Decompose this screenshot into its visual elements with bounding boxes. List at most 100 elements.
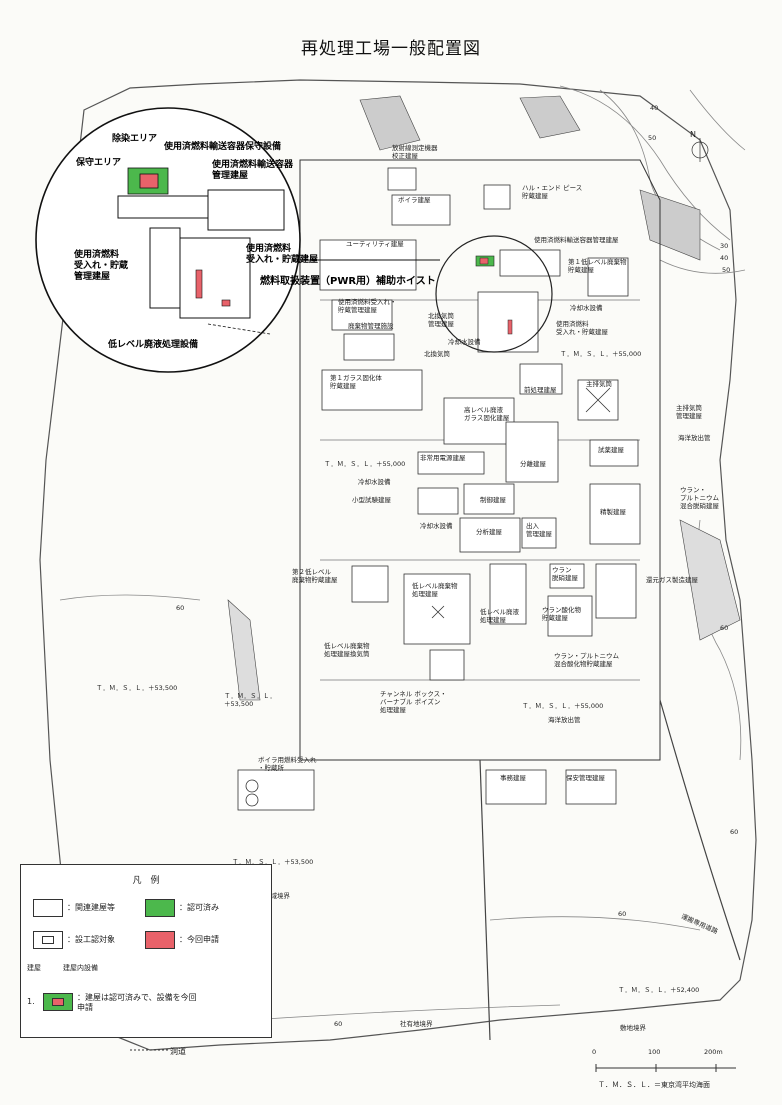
label-purification: 精製建屋 (600, 508, 626, 516)
label-tmsl-55-c: Ｔ．Ｍ．Ｓ．Ｌ．＋55,000 (522, 702, 604, 710)
contour-label: 50 (648, 134, 657, 142)
compass-n-label: N (690, 130, 696, 139)
label-security-mgmt: 保安管理建屋 (566, 774, 605, 782)
page-title: 再処理工場一般配置図 (301, 39, 481, 59)
label-control: 制御建屋 (480, 496, 506, 504)
scale-label-100: 100 (648, 1048, 661, 1056)
building-glass1 (321, 369, 423, 411)
contour-line (249, 1004, 561, 1021)
building-llw-treat (403, 573, 471, 645)
label-hull-end: ハル・エンド ピース 貯蔵建屋 (522, 184, 583, 200)
building-waste-mgmt (343, 333, 395, 361)
label-io-mgmt: 出入 管理建屋 (526, 522, 552, 538)
legend-swatch-current (145, 931, 175, 949)
inset-label-receiving-left: 使用済燃料 受入れ・貯蔵 管理建屋 (74, 250, 129, 282)
inset-building (149, 227, 181, 309)
label-llw-liquid-treat: 低レベル廃液 処理建屋 (480, 608, 519, 624)
building-pretreat (519, 363, 563, 395)
label-waste-mgmt: 廃棄物管理施設 (348, 322, 394, 330)
label-cooling4: 冷却水設備 (420, 522, 453, 530)
contour-label: 60 (176, 604, 185, 612)
legend-equipment-label: 建屋内設備 (63, 964, 98, 972)
label-north-exhaust: 北換気筒 (424, 350, 450, 358)
label-site-boundary: 敷地境界 (620, 1024, 646, 1032)
contour-line (489, 916, 701, 931)
legend-swatch-target (33, 931, 63, 949)
inset-label-decontam: 除染エリア (112, 134, 158, 144)
contour-label: 40 (650, 104, 659, 112)
contour-label: 30 (720, 242, 729, 250)
building-analysis (459, 517, 521, 553)
map-current-marker (507, 319, 513, 335)
label-utility: ユーティリティ建屋 (346, 240, 404, 248)
label-separation: 分離建屋 (520, 460, 546, 468)
contour-label: 60 (334, 1020, 343, 1028)
legend-building-label: 建屋 (27, 964, 41, 972)
label-ocean-pipe2: 海洋放出管 (548, 716, 581, 724)
label-llw-treat-exhaust: 低レベル廃棄物 処理建屋換気筒 (324, 642, 370, 658)
building-channel-box (429, 649, 465, 681)
building-u-pu-denit (595, 563, 637, 619)
label-reagent: 試薬建屋 (598, 446, 624, 454)
llw-exhaust-symbol (431, 605, 445, 619)
building-io-mgmt (521, 517, 557, 549)
contour-label: 60 (730, 828, 739, 836)
building-control (463, 483, 515, 515)
slope-hatch (519, 95, 581, 139)
building-u-oxide (547, 595, 593, 637)
label-company-boundary: 社有地境界 (400, 1020, 433, 1028)
site-outline (39, 79, 757, 1051)
contour-label: 60 (618, 910, 627, 918)
slope-hatch (359, 95, 421, 151)
label-glass1: 第１ガラス固化体 貯蔵建屋 (330, 374, 382, 390)
label-main-exhaust-mgmt: 主排気筒 管理建屋 (676, 404, 702, 420)
label-u-denit: ウラン 脱硝建屋 (552, 566, 578, 582)
building-receiving-mgmt (331, 299, 393, 331)
inset-label-pwr-hoist: 燃料取扱装置（PWR用）補助ホイスト (260, 276, 436, 287)
legend-approved-label: ：認可済み (179, 903, 219, 912)
inset-label-maint: 保守エリア (76, 158, 122, 168)
label-tmsl-55-a: Ｔ．Ｍ．Ｓ．Ｌ．＋55,000 (560, 350, 642, 358)
building-utility (319, 239, 417, 291)
inset-building (179, 237, 251, 319)
label-llw2: 第２低レベル 廃棄物貯蔵建屋 (292, 568, 338, 584)
label-cooling2: 冷却水設備 (448, 338, 481, 346)
inset-building (207, 189, 285, 231)
label-boiler: ボイラ建屋 (398, 196, 431, 204)
inset-label-cask-maint: 使用済燃料輸送容器保守設備 (164, 142, 282, 152)
access-road (479, 759, 491, 1041)
legend-note-number: 1. (27, 997, 35, 1006)
footnote-tmsl: Ｔ．Ｍ．Ｓ．Ｌ．＝東京湾平均海面 (598, 1081, 710, 1089)
legend: 凡 例 ：関連建屋等 ：認可済み ：設工認対象 ：今回申請 建屋 建屋内設備 1… (20, 864, 272, 1038)
inset-label-cask-mgmt: 使用済燃料輸送容器 管理建屋 (212, 160, 294, 181)
fuel-tank (245, 779, 259, 793)
tunnel-label: 洞道 (170, 1047, 186, 1056)
main-exhaust-symbol (585, 387, 611, 413)
legend-related-label: ：関連建屋等 (67, 903, 115, 912)
label-north-exhaust-mgmt: 北換気筒 管理建屋 (428, 312, 454, 328)
label-cooling1: 冷却水設備 (570, 304, 603, 312)
scale-label-0: 0 (592, 1048, 597, 1056)
building-hlw-vit (443, 397, 515, 445)
label-channel-box: チャンネル ボックス・ バーナブル ポイズン 処理建屋 (380, 690, 447, 714)
slope-hatch (679, 519, 741, 641)
contour-label: 50 (722, 266, 731, 274)
building-small-test (417, 487, 459, 515)
contour-line (689, 89, 746, 151)
slope-hatch (639, 189, 701, 261)
label-u-oxide: ウラン酸化物 貯蔵建屋 (542, 606, 581, 622)
legend-swatch-related (33, 899, 63, 917)
perimeter-road (299, 159, 661, 761)
building-office (485, 769, 547, 805)
contour-line (59, 594, 201, 601)
building-reagent (589, 439, 639, 467)
fuel-tank (245, 793, 259, 807)
label-cask-mgmt-main: 使用済燃料輸送容器管理建屋 (534, 236, 619, 244)
building-u-denit (549, 563, 585, 589)
inset-red-marker (221, 299, 231, 307)
legend-swatch-combo (43, 993, 73, 1011)
label-small-test: 小型試験建屋 (352, 496, 391, 504)
label-receiving-mgmt: 使用済燃料受入れ・ 貯蔵管理建屋 (338, 298, 397, 314)
inset-red-marker (195, 269, 203, 299)
